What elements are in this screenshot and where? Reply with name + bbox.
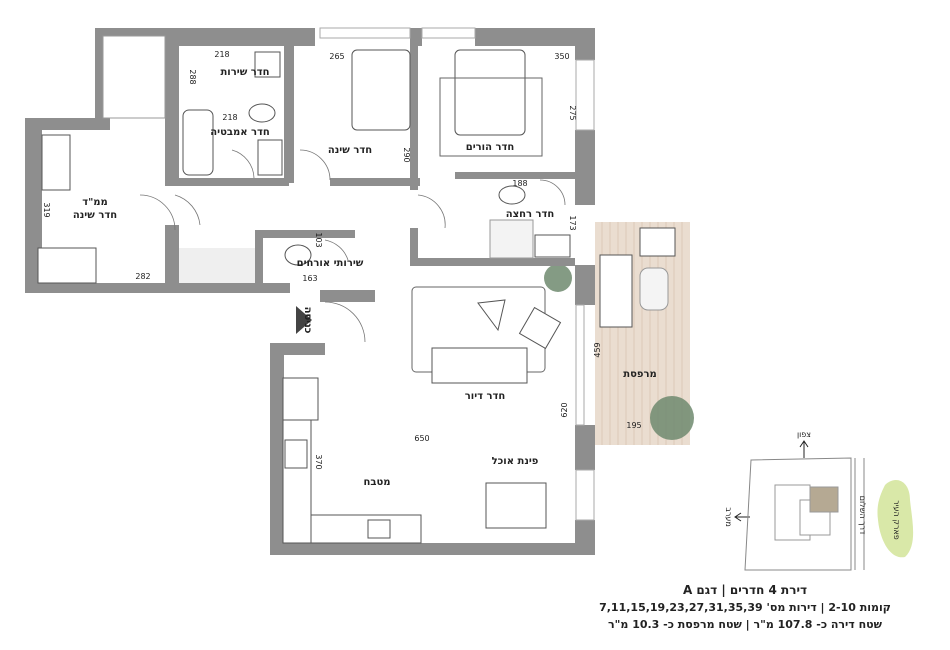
park-label: פארק העיר xyxy=(892,500,901,540)
window xyxy=(575,59,595,131)
dimension: 173 xyxy=(568,215,577,230)
dimension: 370 xyxy=(314,454,323,469)
dimension: 218 xyxy=(214,50,229,59)
north-label: צפון xyxy=(797,430,811,439)
room-label: ממ"ד xyxy=(82,197,108,208)
dimension: 275 xyxy=(568,105,577,120)
coffee-table xyxy=(477,299,506,332)
rug xyxy=(439,77,543,157)
dimension: 195 xyxy=(626,421,641,430)
shower xyxy=(489,219,534,259)
room-label: חדר רחצה xyxy=(506,209,555,220)
toilet xyxy=(284,244,312,266)
desk xyxy=(41,134,71,191)
dining-table xyxy=(485,482,547,529)
balcony-area xyxy=(595,222,694,445)
site-map: צפון מערב דרך השלום פארק העיר xyxy=(724,430,914,571)
room-label: חדר שינה xyxy=(328,145,372,156)
window xyxy=(421,27,476,39)
plant-icon xyxy=(650,396,694,440)
dimension: 650 xyxy=(414,434,429,443)
room-label: חדר אמבטיה xyxy=(210,127,269,138)
dimension: 103 xyxy=(314,232,323,247)
room-label: מרפסת xyxy=(623,369,656,380)
fridge xyxy=(282,377,319,421)
dimension: 459 xyxy=(593,342,602,357)
room-label: חדר שינה xyxy=(73,210,117,221)
counter xyxy=(282,419,312,544)
walls xyxy=(25,28,595,555)
caption-model: דירת 4 חדרים | דגם A xyxy=(682,583,808,597)
park-area xyxy=(877,480,914,558)
kitchen-sink xyxy=(367,519,391,539)
plant-icon xyxy=(544,264,572,292)
dimension: 319 xyxy=(42,202,51,217)
north-arrow-icon xyxy=(799,440,809,458)
road-label: דרך השלום xyxy=(858,496,867,535)
entrance-arrow-icon xyxy=(296,306,312,334)
dimension: 218 xyxy=(222,113,237,122)
window xyxy=(575,469,595,521)
room-label: חדר הורים xyxy=(466,142,514,153)
dimension: 350 xyxy=(554,52,569,61)
dimension: 620 xyxy=(560,402,569,417)
toilet xyxy=(498,185,526,205)
single-bed xyxy=(37,247,97,284)
room-label: מטבח xyxy=(364,477,391,488)
toilet xyxy=(248,103,276,123)
entrance-label: כניסה xyxy=(302,307,313,334)
window xyxy=(319,27,411,39)
sink xyxy=(257,139,283,176)
counter xyxy=(310,514,422,544)
outdoor-sofa xyxy=(599,254,633,328)
dimension: 265 xyxy=(329,52,344,61)
west-label: מערב xyxy=(724,507,733,527)
sofa xyxy=(431,347,528,384)
room-label: חדר שירות xyxy=(220,67,269,78)
master-bed xyxy=(454,49,526,136)
window xyxy=(575,304,585,426)
bathtub xyxy=(182,109,214,176)
outdoor-armchair xyxy=(639,227,676,257)
dimension: 282 xyxy=(135,272,150,281)
caption-floors: קומות 2-10 | דירות מס' 7,11,15,19,23,27,… xyxy=(599,601,891,614)
dimension: 188 xyxy=(512,179,527,188)
washing-machine xyxy=(254,51,281,78)
outdoor-table xyxy=(639,267,669,311)
dimension: 288 xyxy=(188,69,197,84)
apartment-highlight xyxy=(809,486,839,513)
furniture xyxy=(37,27,595,544)
bed xyxy=(351,49,411,131)
dimension: 163 xyxy=(302,274,317,283)
dimension: 290 xyxy=(402,147,411,162)
room-label: פינת אוכל xyxy=(492,456,539,467)
stove xyxy=(284,439,308,469)
room-label: שירותי אורחים xyxy=(297,258,364,269)
armchair xyxy=(518,306,562,350)
room-label: חדר דיור xyxy=(465,391,506,402)
caption-area: שטח דירה כ- 107.8 מ"ר | שטח מרפסת כ- 10.… xyxy=(608,618,882,631)
sink xyxy=(534,234,571,258)
